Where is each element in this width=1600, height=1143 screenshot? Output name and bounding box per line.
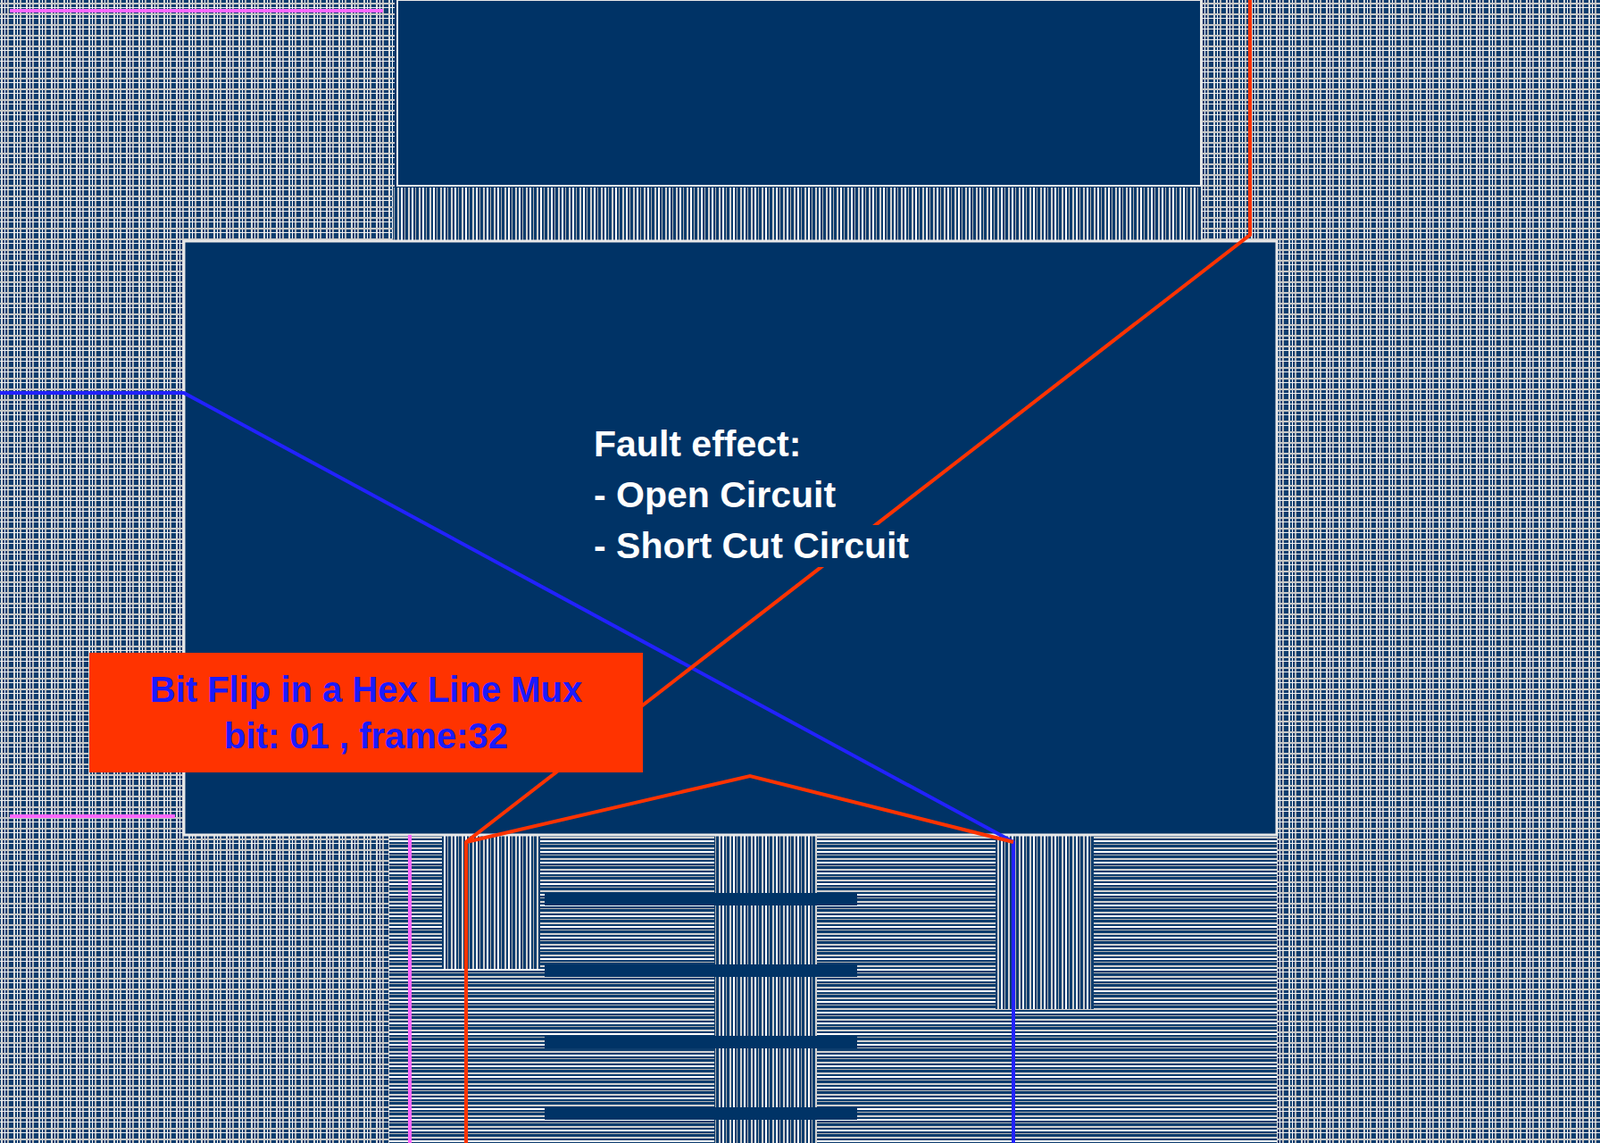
fault-note: - Open Circuit [590,474,840,517]
callout-box: Bit Flip in a Hex Line Mux bit: 01 , fra… [89,652,643,773]
fault-note: Fault effect: [590,423,805,466]
fault-note: - Short Cut Circuit [590,525,913,567]
callout-text: Bit Flip in a Hex Line Mux bit: 01 , fra… [133,666,599,759]
